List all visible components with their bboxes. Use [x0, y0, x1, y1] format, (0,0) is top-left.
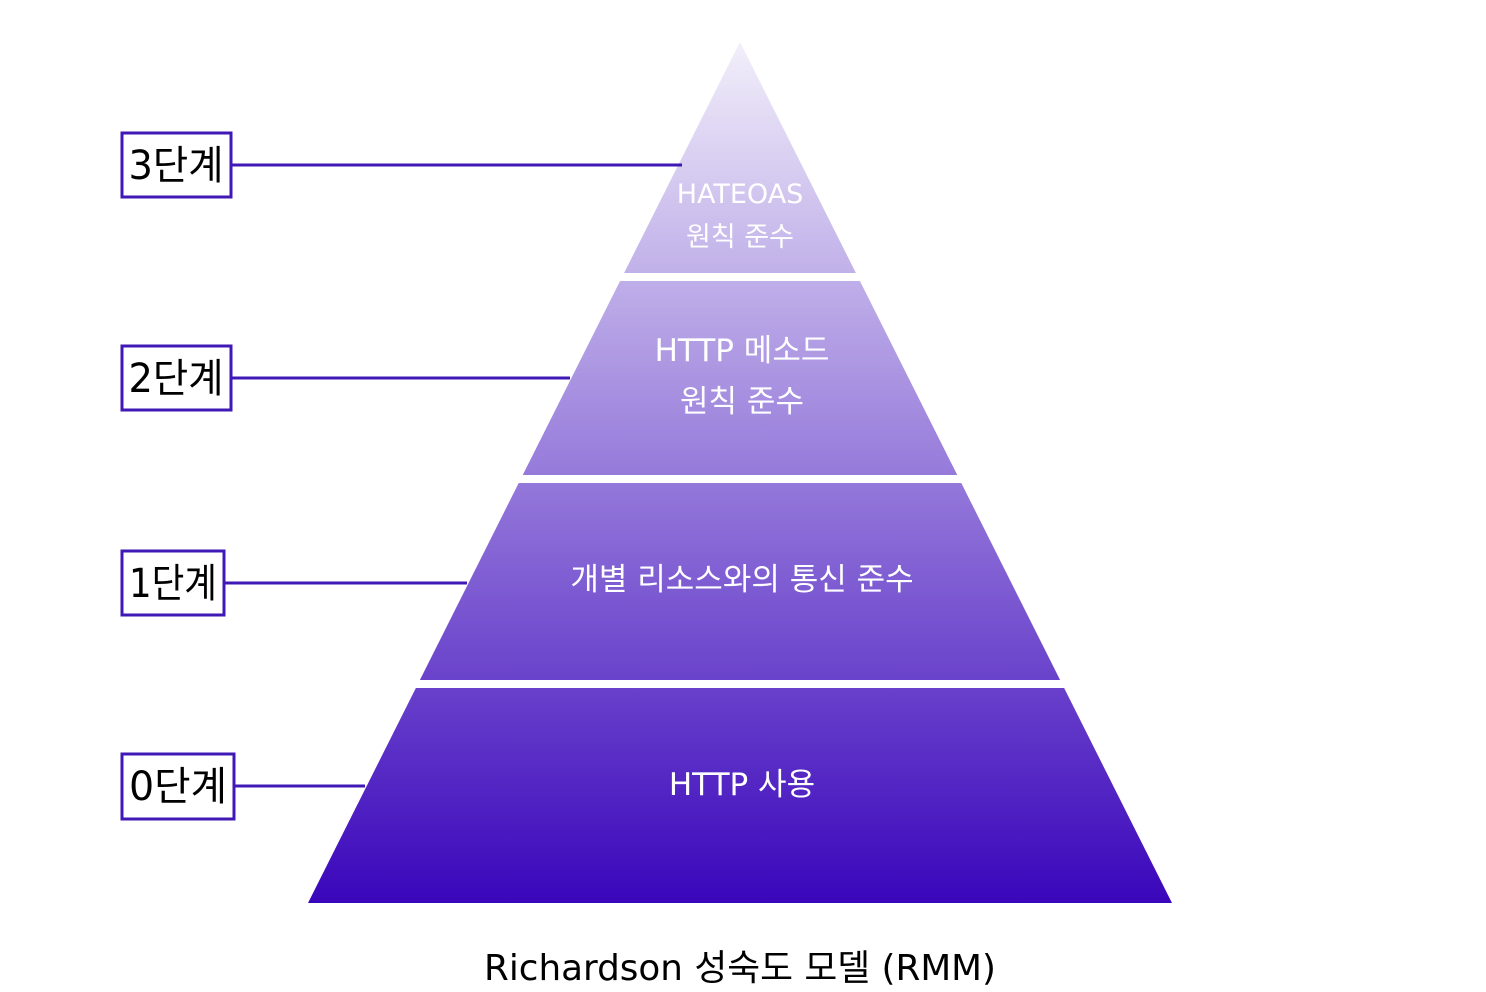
level-3-label: 3단계 — [129, 143, 224, 189]
tier-3-text: HATEOAS 원칙 준수 — [677, 179, 804, 253]
tier-3-line-2: 원칙 준수 — [686, 222, 794, 253]
level-1-box — [120, 549, 226, 617]
tier-1-text: 개별 리소스와의 통신 준수 — [570, 562, 913, 598]
level-1: 1단계 — [120, 549, 467, 617]
separator-3-2 — [500, 273, 980, 281]
diagram-title: Richardson 성숙도 모델 (RMM) — [484, 948, 996, 989]
tier-2-line-1: HTTP 메소드 — [655, 333, 830, 369]
level-3: 3단계 — [120, 131, 682, 199]
level-0-label: 0단계 — [129, 764, 227, 810]
tier-separators — [300, 273, 1180, 688]
tier-0-line-1: HTTP 사용 — [669, 767, 815, 803]
tier-3-line-1: HATEOAS — [677, 179, 804, 210]
tier-2-line-2: 원칙 준수 — [680, 384, 804, 420]
separator-1-0 — [300, 680, 1180, 688]
level-2-label: 2단계 — [129, 356, 224, 402]
level-2: 2단계 — [120, 344, 570, 412]
level-1-label: 1단계 — [129, 561, 217, 607]
separator-2-1 — [400, 475, 1080, 483]
tier-0-text: HTTP 사용 — [669, 767, 815, 803]
level-0: 0단계 — [120, 752, 365, 821]
tier-2-text: HTTP 메소드 원칙 준수 — [655, 333, 830, 420]
tier-1-line-1: 개별 리소스와의 통신 준수 — [570, 562, 913, 598]
